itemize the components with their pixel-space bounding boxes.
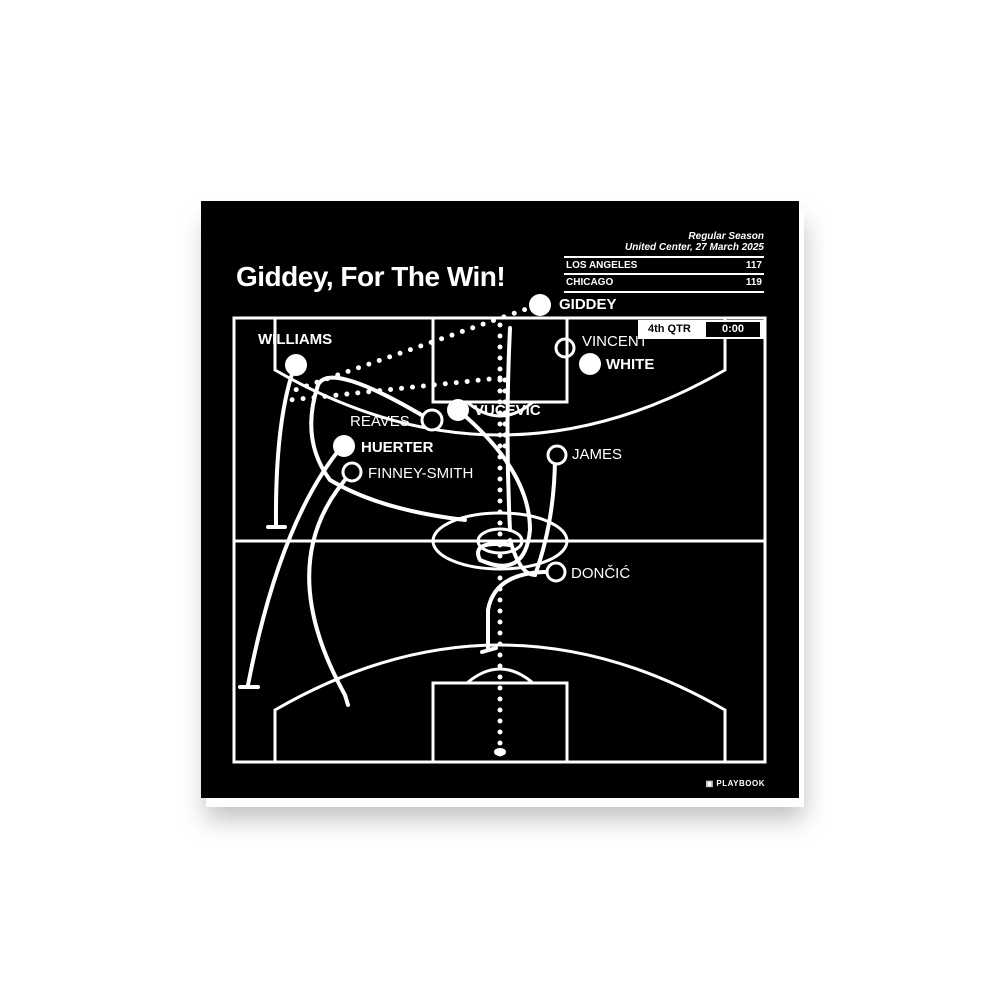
play-title: Giddey, For The Win! [236, 261, 506, 292]
player-marker-vucevic [447, 399, 469, 421]
player-label-williams: WILLIAMS [258, 331, 333, 348]
player-markers [285, 294, 601, 756]
player-marker-reaves [420, 408, 444, 432]
player-label-white: WHITE [606, 356, 655, 373]
playbook-logo: ▣ PLAYBOOK [706, 779, 765, 788]
player-marker-vincent [554, 337, 576, 359]
season-type: Regular Season [688, 231, 764, 242]
player-label-james: JAMES [572, 446, 623, 463]
player-label-huerter: HUERTER [361, 439, 434, 456]
player-label-vucevic: VUČEVIĆ [474, 402, 541, 419]
score-row: CHICAGO 119 [564, 273, 764, 293]
player-label-vincent: VINCENT [582, 333, 648, 350]
playbook-icon: ▣ [705, 779, 717, 788]
court-diagram [232, 294, 767, 764]
player-label-giddey: GIDDEY [559, 296, 617, 313]
venue-date: United Center, 27 March 2025 [625, 242, 764, 253]
movement-paths [238, 326, 557, 707]
player-marker-doncic [545, 561, 567, 583]
player-label-finney-smith: FINNEY-SMITH [368, 465, 474, 482]
player-marker-giddey [529, 294, 551, 316]
play-poster: Giddey, For The Win! Regular Season Unit… [201, 201, 799, 798]
team-score: 117 [745, 260, 762, 271]
time-remaining: 0:00 [706, 322, 760, 337]
player-label-reaves: REAVES [350, 413, 410, 430]
brand-name: PLAYBOOK [716, 779, 765, 788]
team-name: CHICAGO [566, 277, 614, 288]
player-label-doncic: DONČIĆ [571, 565, 631, 582]
player-marker-james [546, 444, 568, 466]
pass-paths [287, 303, 538, 763]
game-clock: 4th QTR 0:00 [638, 320, 764, 339]
ball-marker [494, 748, 506, 756]
team-score: 119 [745, 277, 762, 288]
team-name: LOS ANGELES [566, 260, 638, 271]
player-marker-huerter [333, 435, 355, 457]
quarter: 4th QTR [648, 323, 691, 335]
game-info: Regular Season United Center, 27 March 2… [564, 231, 764, 253]
score-row: LOS ANGELES 117 [564, 256, 764, 274]
player-marker-white [579, 353, 601, 375]
player-marker-williams [285, 354, 307, 376]
player-marker-finney-smith [341, 461, 363, 483]
